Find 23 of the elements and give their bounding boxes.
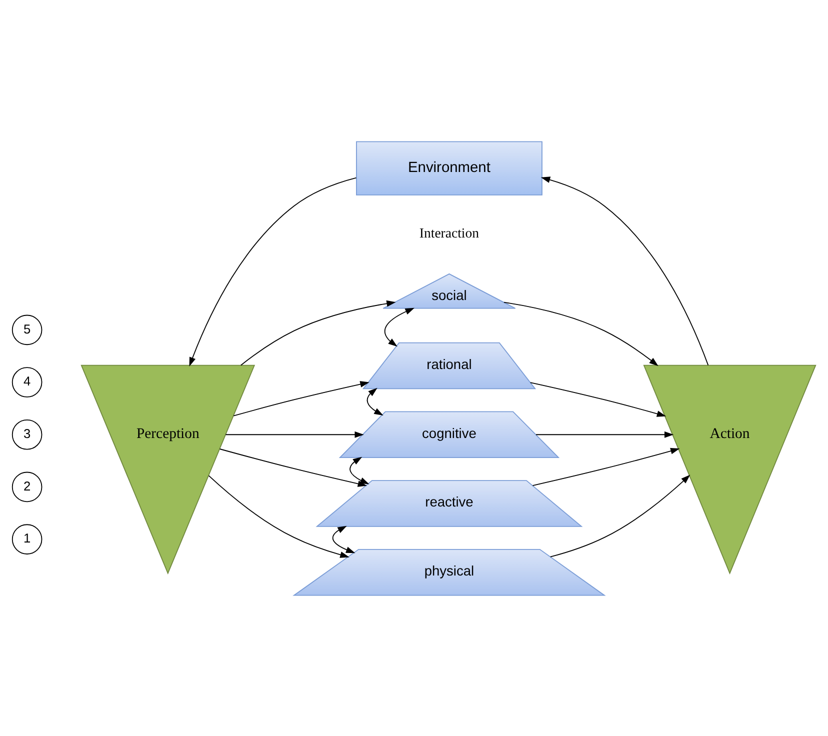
node-circle: 3 bbox=[12, 418, 42, 450]
node-circle: 1 bbox=[12, 524, 42, 554]
arrow bbox=[384, 307, 414, 346]
arrow bbox=[536, 430, 674, 438]
arrow bbox=[189, 176, 357, 366]
arrow bbox=[208, 474, 350, 558]
arrow bbox=[350, 456, 370, 484]
arrow bbox=[550, 474, 690, 557]
node-circle: 5 bbox=[12, 314, 42, 345]
arrow bbox=[540, 176, 709, 366]
arrow bbox=[219, 448, 368, 486]
arrow bbox=[225, 430, 364, 438]
arrow bbox=[240, 300, 396, 366]
arrow bbox=[332, 525, 356, 553]
arrow bbox=[532, 447, 680, 486]
arrow bbox=[366, 387, 384, 416]
node-circle: 2 bbox=[12, 471, 42, 502]
arrow bbox=[233, 380, 370, 416]
node-box: Environment bbox=[356, 140, 542, 195]
label: Interaction bbox=[419, 225, 480, 240]
arrow bbox=[504, 301, 658, 366]
arrow bbox=[530, 382, 666, 416]
node-circle: 4 bbox=[12, 366, 42, 397]
